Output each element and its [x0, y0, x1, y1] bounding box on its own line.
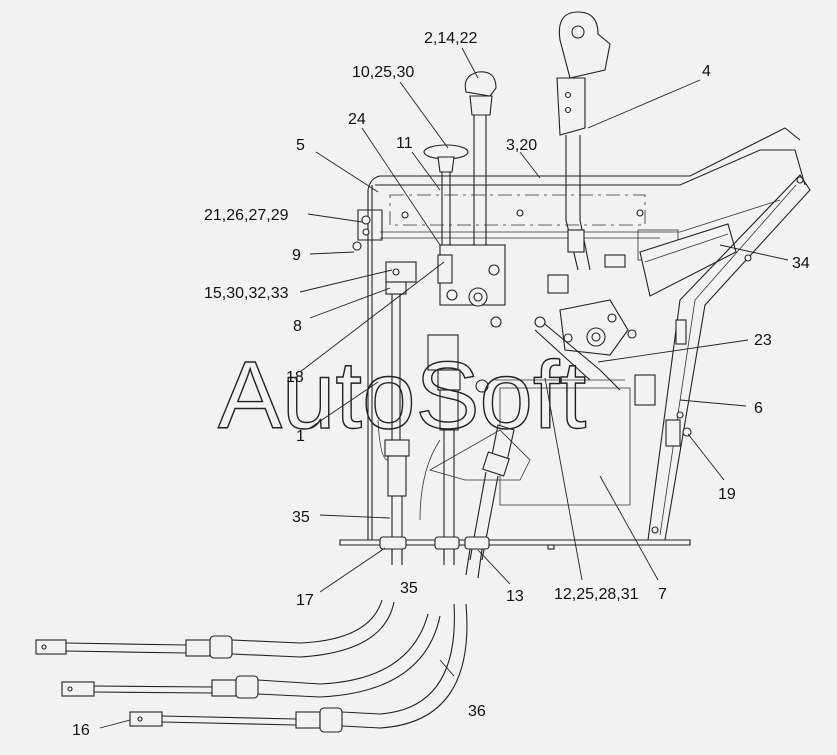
leader-lines	[99, 47, 789, 729]
callout-18: 18	[286, 369, 304, 386]
callout-34: 34	[792, 255, 810, 272]
grommets	[379, 536, 490, 579]
callout-35-upper: 35	[292, 509, 310, 526]
callout-23: 23	[754, 332, 772, 349]
pedal	[639, 174, 811, 541]
callout-6: 6	[754, 400, 763, 417]
callout-7: 7	[658, 586, 667, 603]
callout-5: 5	[296, 137, 305, 154]
loose-cables	[35, 599, 468, 733]
callout-16: 16	[72, 722, 90, 739]
callout-36: 36	[468, 703, 486, 720]
callout-13: 13	[506, 588, 524, 605]
callout-11: 11	[396, 135, 413, 152]
watermark: AutoSoft	[218, 342, 586, 449]
callout-9: 9	[292, 247, 301, 264]
left-bracket	[352, 209, 383, 251]
callout-2-14-22: 2,14,22	[424, 30, 477, 47]
callout-35-lower: 35	[400, 580, 418, 597]
cable-sensors	[377, 369, 531, 561]
callout-3-20: 3,20	[506, 137, 537, 154]
callout-19: 19	[718, 486, 736, 503]
callout-4: 4	[702, 63, 711, 80]
callout-15-30-32-33: 15,30,32,33	[204, 285, 289, 302]
callout-21-26-27-29: 21,26,27,29	[204, 207, 289, 224]
callout-24: 24	[348, 111, 366, 128]
callout-12-25-28-31: 12,25,28,31	[554, 586, 639, 603]
callout-labels: 2,14,22 4 10,25,30 24 11 3,20 5 21,26,27…	[72, 30, 810, 739]
callout-17: 17	[296, 592, 314, 609]
base-plate	[339, 539, 691, 550]
callout-8: 8	[293, 318, 302, 335]
rail-bolts	[401, 209, 644, 219]
lever-4	[556, 11, 611, 271]
gear-lever	[464, 71, 497, 270]
callout-1: 1	[296, 428, 305, 445]
callout-10-25-30: 10,25,30	[352, 64, 414, 81]
